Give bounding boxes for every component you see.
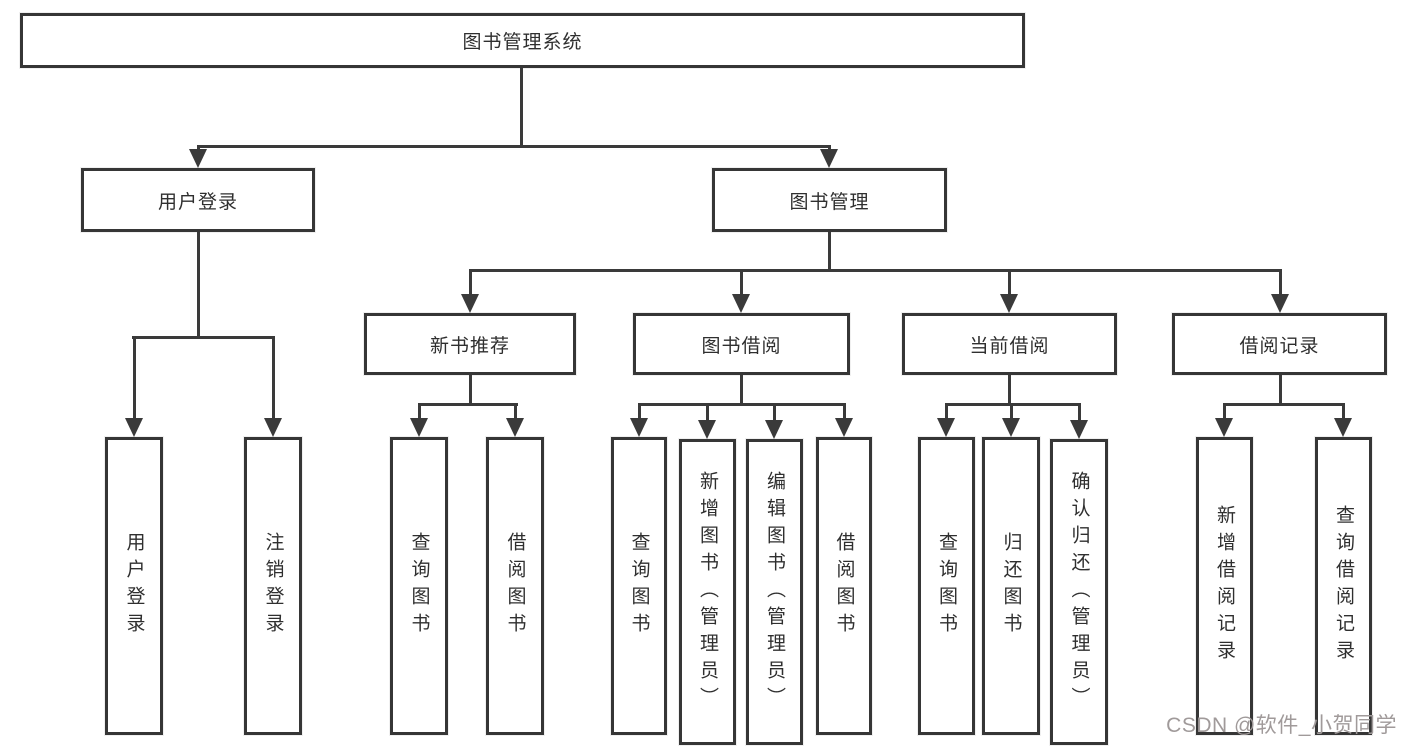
leaf-query-books-current-label: 查询图书 (936, 532, 957, 640)
connector-line (945, 403, 1081, 406)
connector-arrowhead (1002, 418, 1020, 437)
connector-line (1008, 375, 1011, 406)
node-root-label: 图书管理系统 (462, 32, 583, 53)
connector-line (638, 403, 641, 421)
leaf-query-books-borrow: 查询图书 (611, 437, 667, 735)
connector-line (520, 68, 523, 148)
leaf-edit-book-admin-label: 编辑图书（管理员） (764, 470, 785, 714)
leaf-borrow-books-borrow-label: 借阅图书 (833, 532, 855, 640)
leaf-edit-book-admin: 编辑图书（管理员） (746, 439, 803, 745)
connector-line (1279, 375, 1282, 406)
connector-line (197, 232, 200, 339)
node-user-login-label: 用户登录 (157, 191, 238, 213)
connector-line (740, 269, 743, 297)
leaf-borrow-books-recommend: 借阅图书 (486, 437, 544, 735)
connector-line (469, 375, 472, 406)
connector-line (469, 269, 1282, 272)
connector-line (197, 145, 831, 148)
leaf-query-books-recommend: 查询图书 (390, 437, 448, 735)
watermark: CSDN @软件_小贺同学 (1166, 714, 1397, 737)
connector-line (1223, 403, 1226, 421)
node-new-book-recommend-label: 新书推荐 (429, 335, 510, 357)
connector-arrowhead (1070, 420, 1088, 439)
leaf-query-borrow-record: 查询借阅记录 (1315, 437, 1372, 735)
connector-line (418, 403, 421, 421)
leaf-add-borrow-record-label: 新增借阅记录 (1214, 505, 1235, 667)
connector-line (133, 336, 136, 422)
leaf-return-book-label: 归还图书 (1000, 532, 1022, 640)
connector-arrowhead (1334, 418, 1352, 437)
node-root: 图书管理系统 (20, 13, 1025, 68)
connector-line (1008, 269, 1011, 297)
connector-line (773, 403, 776, 421)
connector-arrowhead (125, 418, 143, 437)
leaf-add-borrow-record: 新增借阅记录 (1196, 437, 1253, 735)
leaf-logout: 注销登录 (244, 437, 302, 735)
connector-arrowhead (820, 149, 838, 168)
connector-line (828, 232, 831, 272)
node-book-management: 图书管理 (712, 168, 947, 232)
connector-arrowhead (765, 420, 783, 439)
leaf-borrow-books-borrow: 借阅图书 (816, 437, 872, 735)
leaf-query-books-current: 查询图书 (918, 437, 975, 735)
connector-arrowhead (264, 418, 282, 437)
node-borrow-records-label: 借阅记录 (1239, 335, 1320, 357)
connector-arrowhead (410, 418, 428, 437)
connector-line (272, 336, 275, 422)
connector-arrowhead (630, 418, 648, 437)
node-book-borrow: 图书借阅 (633, 313, 850, 375)
leaf-add-book-admin-label: 新增图书（管理员） (697, 470, 718, 714)
connector-line (469, 269, 472, 297)
leaf-user-login: 用户登录 (105, 437, 163, 735)
connector-arrowhead (1215, 418, 1233, 437)
node-current-borrow-label: 当前借阅 (969, 335, 1050, 357)
connector-arrowhead (189, 149, 207, 168)
leaf-logout-label: 注销登录 (262, 532, 284, 640)
connector-arrowhead (732, 294, 750, 313)
connector-arrowhead (461, 294, 479, 313)
connector-line (1342, 403, 1345, 421)
connector-line (706, 403, 709, 421)
leaf-query-borrow-record-label: 查询借阅记录 (1333, 505, 1354, 667)
node-current-borrow: 当前借阅 (902, 313, 1117, 375)
connector-arrowhead (937, 418, 955, 437)
node-user-login: 用户登录 (81, 168, 315, 232)
leaf-query-books-borrow-label: 查询图书 (628, 532, 650, 640)
node-borrow-records: 借阅记录 (1172, 313, 1387, 375)
connector-arrowhead (698, 420, 716, 439)
connector-line (1279, 269, 1282, 297)
connector-arrowhead (1271, 294, 1289, 313)
connector-line (740, 375, 743, 406)
leaf-return-book: 归还图书 (982, 437, 1040, 735)
node-book-borrow-label: 图书借阅 (701, 335, 782, 357)
connector-line (843, 403, 846, 421)
connector-line (1223, 403, 1345, 406)
leaf-add-book-admin: 新增图书（管理员） (679, 439, 736, 745)
connector-line (945, 403, 948, 421)
connector-line (514, 403, 517, 421)
connector-line (1078, 403, 1081, 421)
connector-line (638, 403, 846, 406)
leaf-borrow-books-recommend-label: 借阅图书 (504, 532, 526, 640)
connector-line (1010, 403, 1013, 421)
connector-line (132, 336, 275, 339)
leaf-user-login-label: 用户登录 (123, 532, 145, 640)
connector-arrowhead (1000, 294, 1018, 313)
node-book-management-label: 图书管理 (789, 191, 870, 213)
connector-line (418, 403, 518, 406)
leaf-query-books-recommend-label: 查询图书 (408, 532, 430, 640)
leaf-confirm-return-admin: 确认归还（管理员） (1050, 439, 1108, 745)
leaf-confirm-return-admin-label: 确认归还（管理员） (1068, 470, 1090, 714)
node-new-book-recommend: 新书推荐 (364, 313, 576, 375)
connector-arrowhead (835, 418, 853, 437)
connector-arrowhead (506, 418, 524, 437)
